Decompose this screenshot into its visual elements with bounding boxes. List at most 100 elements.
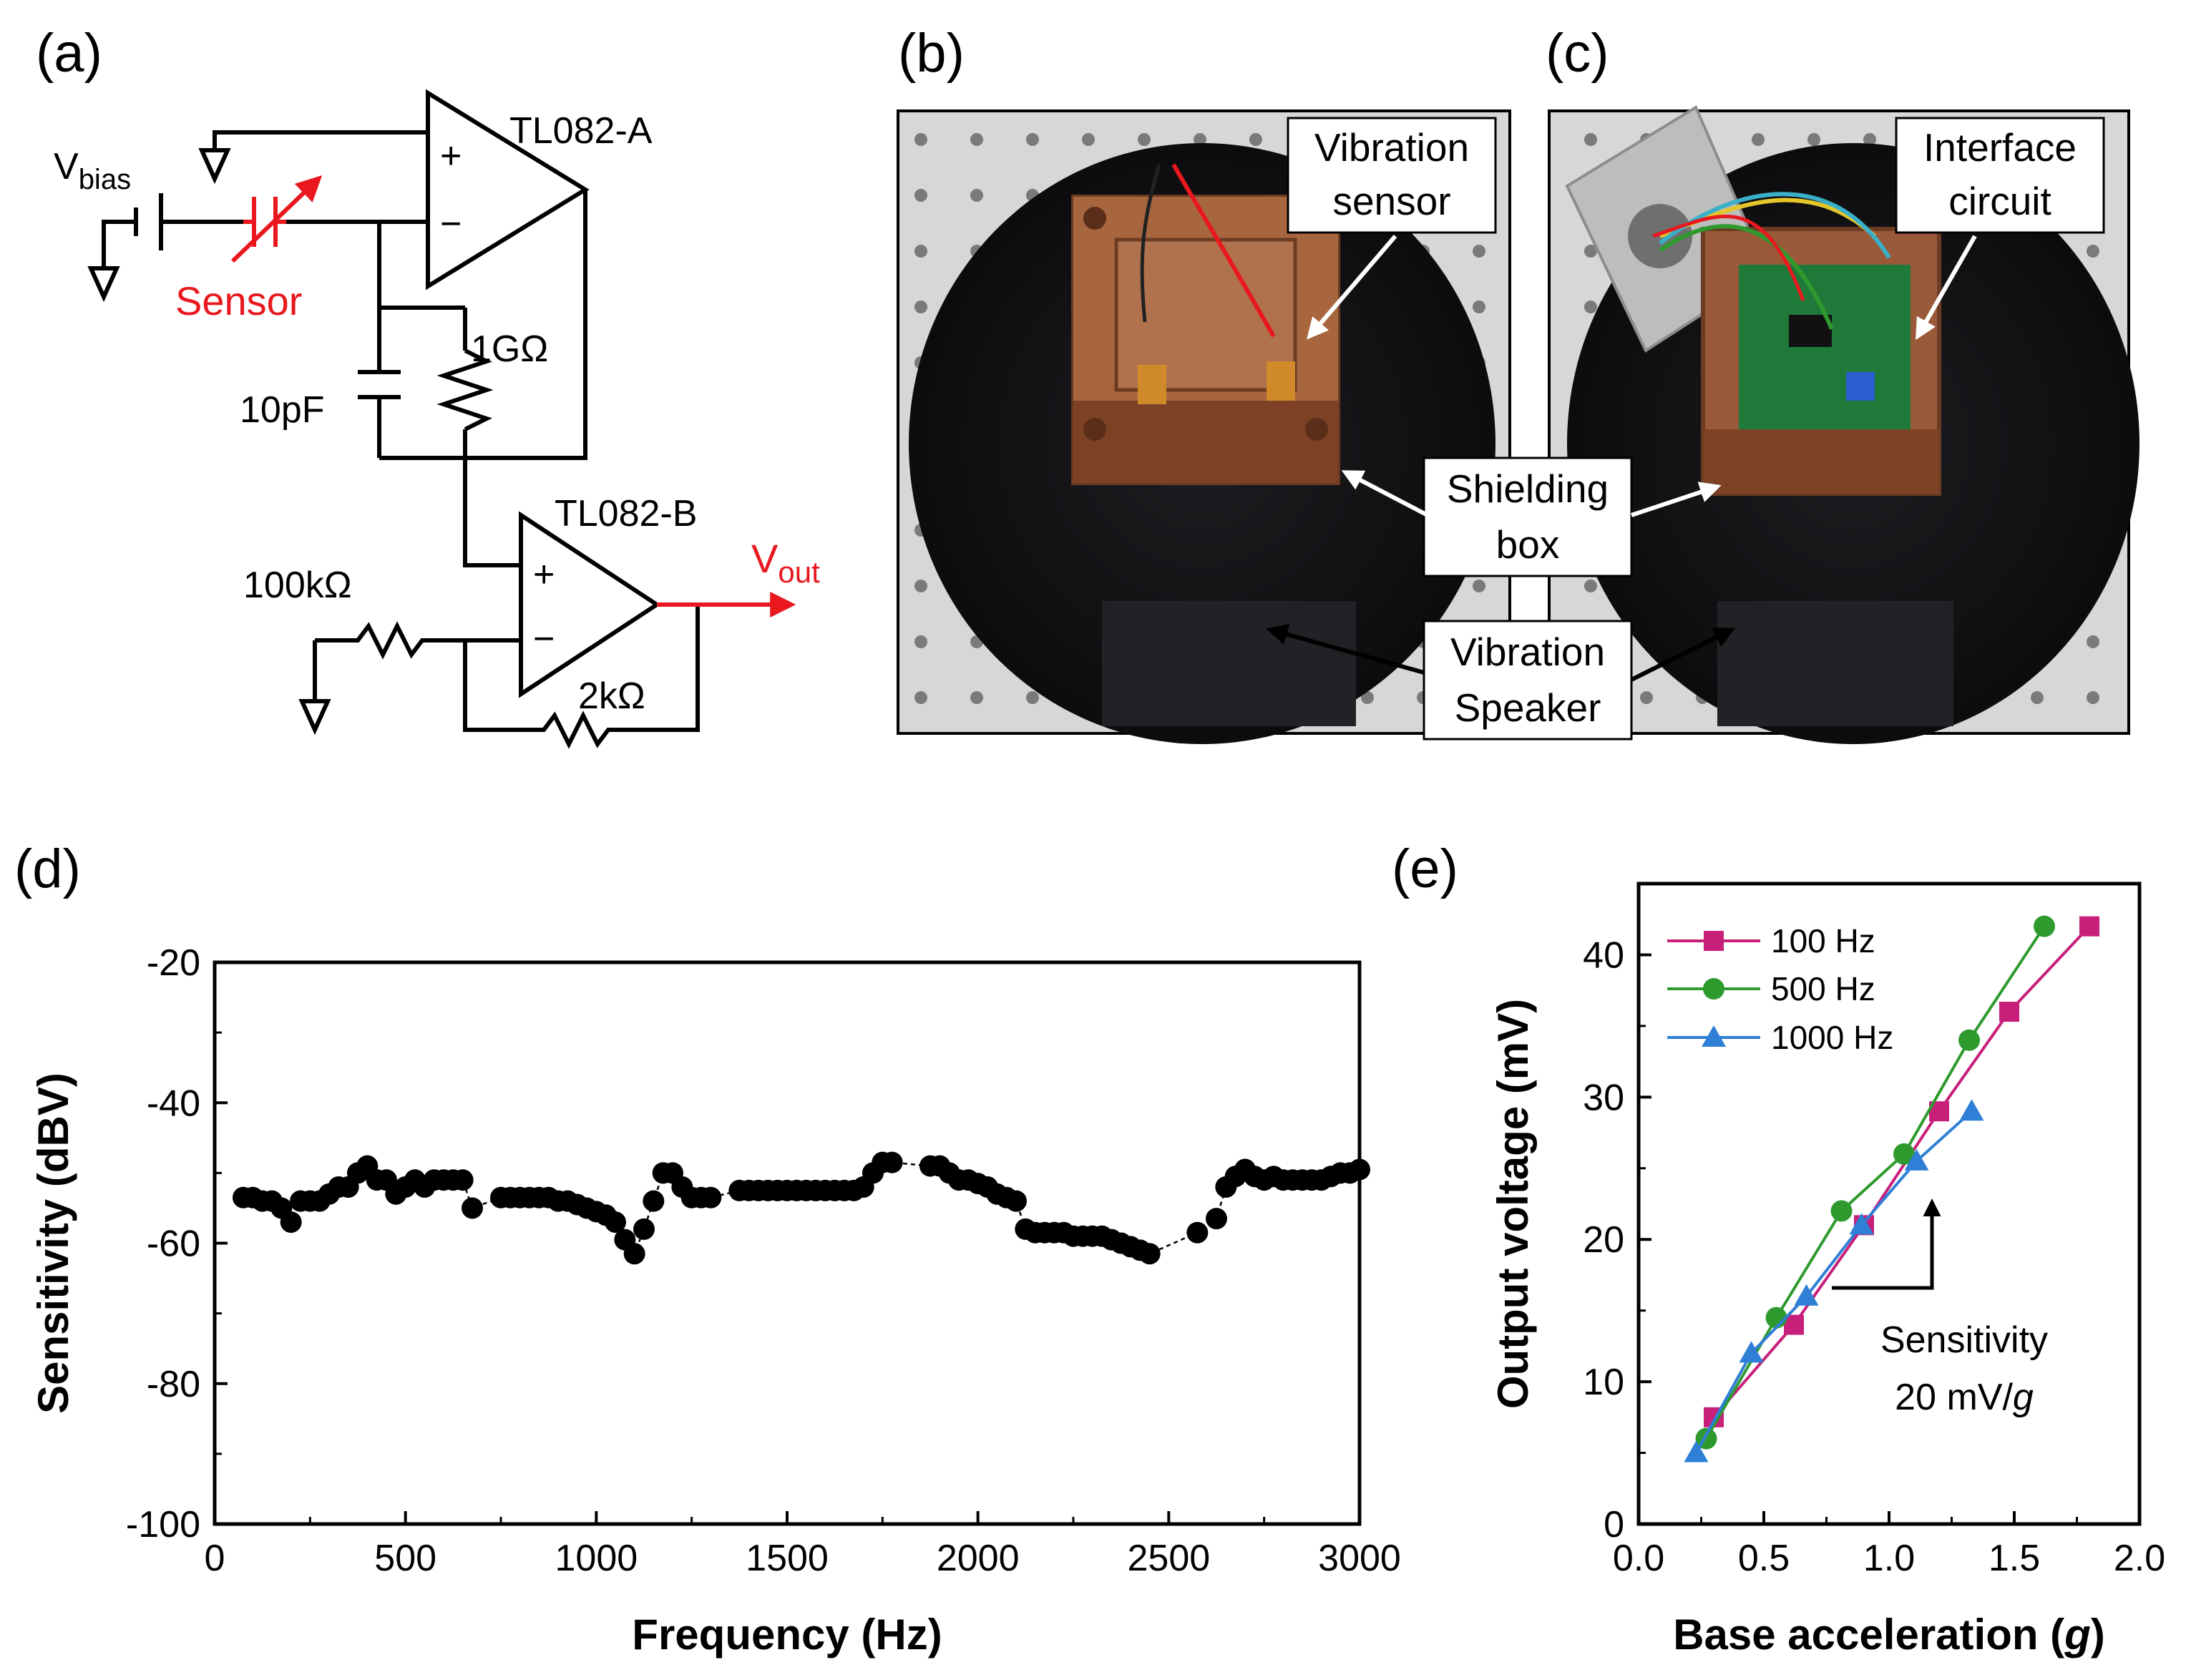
sensor-label: Sensor [175, 278, 302, 323]
data-point [1958, 1029, 1980, 1051]
svg-text:circuit: circuit [1948, 179, 2051, 223]
speaker-tape [1717, 601, 1953, 726]
panel-label-d: (d) [14, 839, 81, 899]
ground-symbol [87, 266, 120, 303]
data-point [643, 1190, 665, 1212]
ground-symbol [198, 148, 231, 185]
data-point [1186, 1221, 1209, 1244]
y-axis-title: Sensitivity (dBV) [29, 1073, 77, 1414]
opamp-b-plus: + [533, 554, 555, 595]
plot-frame [213, 960, 1362, 1526]
data-point [1739, 1341, 1764, 1363]
data-point [462, 1197, 483, 1219]
svg-text:Interface: Interface [1923, 125, 2077, 170]
callout-shielding-box: Shielding box [1341, 456, 1722, 577]
y-tick-label: -80 [147, 1364, 200, 1405]
data-point [2034, 915, 2055, 937]
sensor-capacitor [230, 175, 323, 263]
data-point [605, 1211, 626, 1234]
data-point [2079, 916, 2099, 937]
x-tick-label: 3000 [1318, 1538, 1401, 1579]
ground-symbol [298, 699, 331, 736]
r-gain-label: 2kΩ [578, 675, 645, 717]
callout-vibration-sensor: Vibration sensor [1287, 117, 1497, 340]
svg-text:sensor: sensor [1332, 179, 1450, 223]
y-tick-label: -20 [147, 942, 200, 984]
c-feedback-label: 10pF [240, 389, 325, 431]
svg-text:Vibration: Vibration [1450, 630, 1605, 674]
x-tick-label: 2.0 [2114, 1538, 2165, 1579]
x-tick-label: 1500 [746, 1538, 829, 1579]
svg-text:box: box [1496, 522, 1560, 567]
series-line [1712, 925, 2091, 1419]
y-axis-title: Output voltage (mV) [1489, 999, 1537, 1409]
data-point [452, 1169, 474, 1191]
x-tick-label: 2000 [937, 1538, 1020, 1579]
x-tick-label: 1.5 [1989, 1538, 2040, 1579]
y-tick-label: 10 [1583, 1362, 1624, 1403]
data-point [1702, 1025, 1726, 1047]
x-tick-label: 0.5 [1738, 1538, 1790, 1579]
data-point [1349, 1158, 1370, 1181]
panel-label-b: (b) [898, 23, 965, 84]
opamp-a-label: TL082-A [509, 110, 653, 152]
x-tick-label: 1.0 [1863, 1538, 1915, 1579]
svg-text:Vibration: Vibration [1314, 125, 1469, 170]
y-tick-label: 30 [1583, 1077, 1624, 1118]
data-point [1005, 1190, 1027, 1212]
data-point [1830, 1200, 1853, 1222]
circuit-schematic: (a) [36, 23, 820, 749]
panel-label-e: (e) [1392, 839, 1458, 899]
opamp-b-minus: − [533, 618, 555, 660]
data-point [1849, 1213, 1874, 1235]
data-point [1893, 1143, 1915, 1165]
opamp-a-symbol [426, 89, 590, 290]
x-tick-label: 0.0 [1613, 1538, 1664, 1579]
x-tick-label: 2500 [1127, 1538, 1210, 1579]
opamp-b-label: TL082-B [555, 493, 697, 534]
legend-label: 500 Hz [1771, 970, 1875, 1007]
legend-label: 1000 Hz [1771, 1019, 1893, 1056]
vout-label: Vout [751, 536, 820, 589]
opamp-a-plus: + [440, 135, 462, 177]
x-axis-title: Frequency (Hz) [632, 1611, 942, 1659]
data-point [280, 1211, 302, 1234]
panel-label-c: (c) [1546, 23, 1609, 84]
opamp-b-symbol [519, 511, 661, 698]
data-point [700, 1186, 722, 1208]
data-point [1904, 1148, 1929, 1171]
opamp-a-minus: − [440, 203, 462, 245]
r-ground-label: 100kΩ [243, 565, 352, 606]
x-axis-title: Base acceleration (g) [1673, 1611, 2105, 1659]
y-tick-label: -40 [147, 1083, 200, 1124]
y-tick-label: -100 [126, 1504, 200, 1545]
panel-label-a: (a) [36, 23, 102, 84]
speaker-tape [1102, 601, 1356, 726]
data-point [1703, 978, 1724, 1000]
y-tick-label: -60 [147, 1224, 200, 1265]
annotation-text: Sensitivity [1880, 1319, 2048, 1361]
data-point [1999, 1002, 2019, 1022]
data-point [1206, 1208, 1227, 1230]
data-point [881, 1151, 903, 1173]
annotation-text: 20 mV/g [1895, 1377, 2034, 1418]
callout-interface-circuit: Interface circuit [1895, 117, 2105, 341]
r-feedback-label: 1GΩ [471, 328, 548, 370]
legend-label: 100 Hz [1771, 922, 1875, 959]
annotation-arrow [1832, 1198, 1941, 1290]
y-tick-label: 0 [1604, 1504, 1624, 1545]
callout-vibration-speaker: Vibration Speaker [1266, 620, 1736, 741]
x-tick-label: 500 [374, 1538, 436, 1579]
data-point [1794, 1284, 1819, 1306]
vbias-label: Vbias [54, 146, 131, 195]
data-point [1704, 931, 1724, 951]
y-tick-label: 20 [1583, 1219, 1624, 1261]
svg-text:Speaker: Speaker [1455, 685, 1601, 730]
data-point [623, 1243, 645, 1265]
data-point [1684, 1440, 1709, 1462]
y-tick-label: 40 [1583, 934, 1624, 976]
data-point [633, 1218, 655, 1240]
